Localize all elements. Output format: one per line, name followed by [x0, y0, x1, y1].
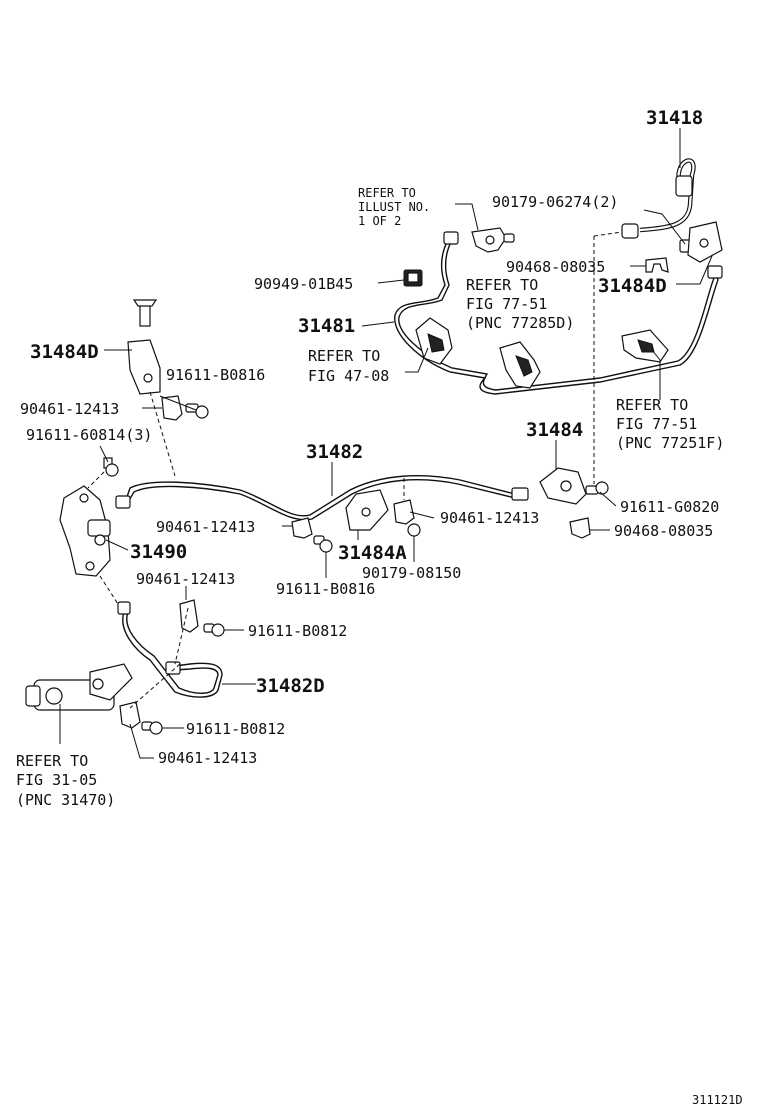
bolt-91611-B0816-bottom[interactable] — [313, 535, 333, 553]
clamp-90461-12413-e[interactable] — [119, 701, 141, 729]
bracket-31484D-left[interactable] — [127, 299, 161, 395]
label-91611-B0816-bottom[interactable]: 91611-B0816 — [276, 580, 375, 598]
label-31484D-left[interactable]: 31484D — [30, 341, 99, 363]
label-90461-12413-d[interactable]: 90461-12413 — [136, 570, 235, 588]
clip-90468-08035-top[interactable] — [645, 257, 669, 273]
bracket-31484A[interactable] — [345, 489, 389, 531]
label-refer-illust-2: ILLUST NO. — [358, 200, 430, 214]
clamp-90461-12413-b[interactable] — [291, 517, 313, 539]
label-31482[interactable]: 31482 — [306, 441, 363, 463]
label-refer-illust-3: 1 OF 2 — [358, 214, 401, 228]
clamp-90461-12413-a[interactable] — [161, 395, 183, 421]
label-31490[interactable]: 31490 — [130, 541, 187, 563]
label-refer-4708-2: FIG 47-08 — [308, 367, 389, 385]
guide-lines — [87, 231, 623, 709]
label-refer-77251-3: (PNC 77251F) — [616, 434, 724, 452]
label-refer-3105-2: FIG 31-05 — [16, 771, 97, 789]
label-90179-06274[interactable]: 90179-06274(2) — [492, 193, 618, 211]
label-90468-08035-bottom[interactable]: 90468-08035 — [614, 522, 713, 540]
label-31481[interactable]: 31481 — [298, 315, 355, 337]
label-31482D[interactable]: 31482D — [256, 675, 325, 697]
part-labels: 31418 REFER TO ILLUST NO. 1 OF 2 90179-0… — [16, 107, 743, 1107]
connector-part-illust[interactable] — [471, 227, 515, 253]
label-refer-77251-2: FIG 77-51 — [616, 415, 697, 433]
label-90461-12413-a[interactable]: 90461-12413 — [20, 400, 119, 418]
pipe-31482D[interactable] — [117, 601, 223, 698]
leader-lines — [59, 128, 713, 759]
part-fig-47-08[interactable] — [415, 317, 453, 365]
label-90461-12413-e[interactable]: 90461-12413 — [158, 749, 257, 767]
clip-90949-01B45[interactable] — [403, 269, 423, 287]
nut-90179-08150[interactable] — [407, 523, 421, 537]
label-90461-12413-c[interactable]: 90461-12413 — [440, 509, 539, 527]
label-refer-77251-1: REFER TO — [616, 396, 688, 414]
hose-31418[interactable] — [621, 158, 696, 239]
label-91611-G0820[interactable]: 91611-G0820 — [620, 498, 719, 516]
bolt-91611-B0812-a[interactable] — [203, 623, 225, 637]
figure-code: 311121D — [692, 1093, 743, 1107]
label-refer-77285-2: FIG 77-51 — [466, 295, 547, 313]
label-31484A[interactable]: 31484A — [338, 542, 407, 564]
label-91611-60814[interactable]: 91611-60814(3) — [26, 426, 152, 444]
pipe-31482[interactable] — [115, 474, 529, 521]
label-91611-B0812-a[interactable]: 91611-B0812 — [248, 622, 347, 640]
bolt-91611-B0816-top[interactable] — [185, 403, 209, 419]
label-refer-77285-1: REFER TO — [466, 276, 538, 294]
bracket-31484D-right[interactable] — [687, 221, 723, 263]
clamp-90461-12413-d[interactable] — [179, 599, 199, 633]
bolt-91611-B0812-b[interactable] — [141, 721, 163, 735]
label-refer-illust-1: REFER TO — [358, 186, 416, 200]
label-91611-B0812-b[interactable]: 91611-B0812 — [186, 720, 285, 738]
label-refer-4708-1: REFER TO — [308, 347, 380, 365]
bracket-31484[interactable] — [539, 467, 587, 505]
label-31484[interactable]: 31484 — [526, 419, 583, 441]
label-90179-08150[interactable]: 90179-08150 — [362, 564, 461, 582]
label-refer-3105-3: (PNC 31470) — [16, 791, 115, 809]
label-90949-01B45[interactable]: 90949-01B45 — [254, 275, 353, 293]
pipe-31481[interactable] — [394, 231, 723, 395]
clamp-90461-12413-c[interactable] — [393, 499, 415, 525]
connector-77285D[interactable] — [499, 341, 541, 389]
bolt-91611-60814[interactable] — [103, 457, 119, 477]
bolt-91611-G0820[interactable] — [585, 481, 609, 495]
master-cylinder-31470[interactable] — [25, 663, 133, 711]
label-refer-3105-1: REFER TO — [16, 752, 88, 770]
label-91611-B0816-top[interactable]: 91611-B0816 — [166, 366, 265, 384]
label-90468-08035-top[interactable]: 90468-08035 — [506, 258, 605, 276]
connector-77251F[interactable] — [621, 329, 669, 363]
label-31418[interactable]: 31418 — [646, 107, 703, 129]
label-31484D-right[interactable]: 31484D — [598, 275, 667, 297]
label-90461-12413-b[interactable]: 90461-12413 — [156, 518, 255, 536]
clip-90468-08035-bottom[interactable] — [569, 517, 591, 539]
bracket-31490[interactable] — [59, 485, 111, 577]
label-refer-77285-3: (PNC 77285D) — [466, 314, 574, 332]
